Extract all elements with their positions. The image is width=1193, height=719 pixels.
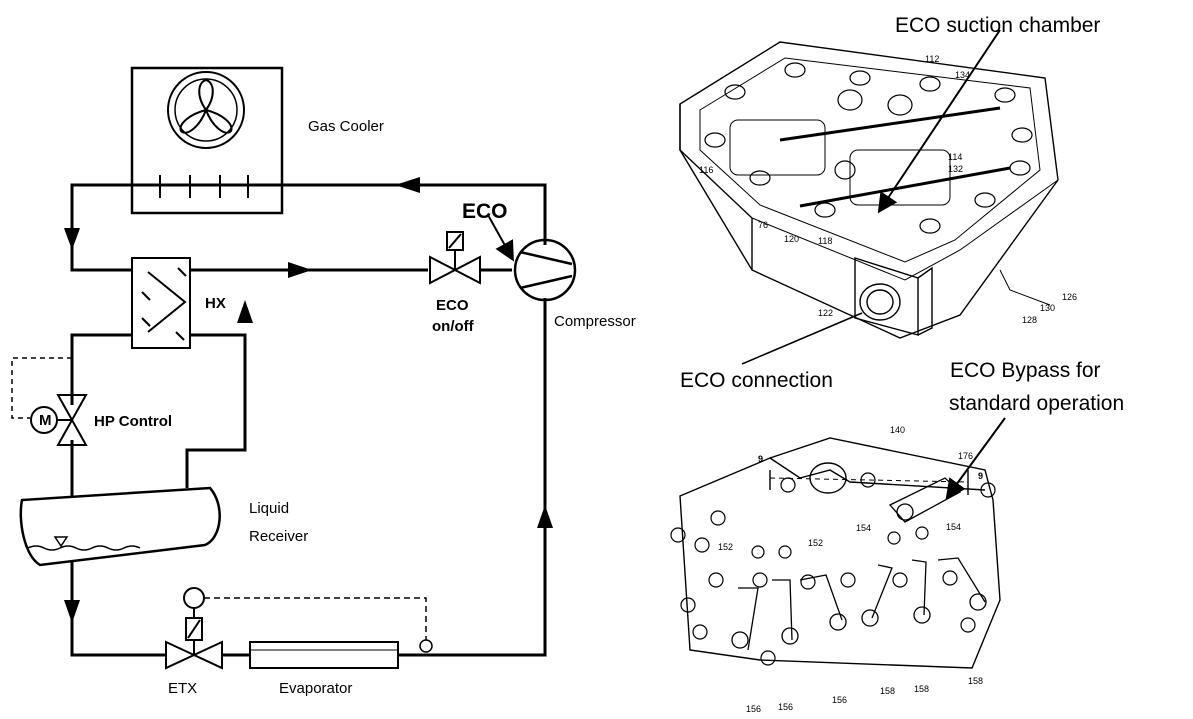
ref-number: 156: [746, 704, 761, 714]
gas-cooler: [130, 66, 284, 215]
ref-number: 154: [946, 522, 961, 532]
valve-plate-drawing: [670, 417, 1006, 669]
refrigeration-schematic: [11, 66, 577, 670]
ref-number: 114: [948, 152, 962, 162]
cylinder-head-drawing: [679, 29, 1059, 365]
suction-chamber-pointer: [877, 29, 1001, 214]
eco-bypass-label-2: standard operation: [949, 392, 1124, 415]
reed-valves: [731, 477, 987, 651]
bypass-pointer: [945, 417, 1006, 500]
hp-control-label: HP Control: [94, 413, 172, 430]
ref-number: 130: [1040, 303, 1055, 313]
ref-number: 134: [955, 70, 970, 80]
receiver-label-2: Receiver: [249, 528, 308, 545]
ref-number: 128: [1022, 315, 1037, 325]
ref-number: 158: [968, 676, 983, 686]
etx-sensor-bulb: [419, 639, 433, 653]
eco-solenoid-valve: [429, 231, 481, 285]
pipe-left-down: [70, 333, 132, 405]
ref-number: 76: [758, 220, 768, 230]
head-bolt-holes: [704, 62, 1033, 234]
evaporator: [249, 641, 399, 669]
eco-valve-label: ECO: [436, 297, 469, 314]
receiver-label-1: Liquid: [249, 500, 289, 517]
reference-numbers-top: 112 134 116 114 132 76 120 118 122 126 1…: [699, 54, 1077, 325]
ref-number: 9: [978, 471, 983, 481]
ref-number: 152: [718, 542, 733, 552]
hp-sense-line: [11, 357, 72, 419]
hp-control-valve: [30, 394, 88, 446]
etx-sense-line: [204, 597, 427, 640]
eco-connection-port: [854, 257, 933, 336]
eco-title-label: ECO: [462, 200, 508, 223]
eco-valve-state-label: on/off: [432, 318, 475, 335]
eco-pointer: [487, 214, 514, 262]
ref-number: 156: [778, 702, 793, 712]
reference-numbers-bottom: 140 176 9 9 154 154 152 152 156 156 156 …: [718, 425, 983, 714]
ref-number: 122: [818, 308, 833, 318]
ref-number: 120: [784, 234, 799, 244]
ref-number: 176: [958, 451, 973, 461]
eco-bypass-label-1: ECO Bypass for: [950, 359, 1101, 382]
ref-number: 158: [880, 686, 895, 696]
ref-number: 9: [758, 454, 763, 464]
hx-label: HX: [205, 295, 226, 312]
eco-connection-pointer: [741, 312, 863, 365]
ref-number: 118: [818, 236, 832, 246]
compressor-label: Compressor: [554, 313, 636, 330]
flow-arrows: [64, 177, 553, 623]
ref-number: 116: [699, 165, 713, 175]
gas-cooler-label: Gas Cooler: [308, 118, 384, 135]
evaporator-label: Evaporator: [279, 680, 352, 697]
pipe-evap-to-comp: [398, 298, 547, 657]
ref-number: 154: [856, 523, 871, 533]
etx-label: ETX: [168, 680, 197, 697]
ref-number: 158: [914, 684, 929, 694]
ref-number: 156: [832, 695, 847, 705]
fan-icon: [179, 78, 233, 134]
valve-plate-holes: [670, 472, 996, 666]
compressor-icon: [513, 238, 577, 302]
ref-number: 112: [925, 54, 939, 64]
liquid-receiver: [19, 486, 221, 567]
drawing-callouts: ECO suction chamber ECO connection ECO B…: [680, 14, 1124, 415]
pipe-receiver-up: [185, 333, 247, 488]
ref-number: 140: [890, 425, 905, 435]
ref-number: 152: [808, 538, 823, 548]
eco-connection-label: ECO connection: [680, 369, 833, 392]
motor-symbol: M: [39, 412, 52, 429]
ref-number: 126: [1062, 292, 1077, 302]
heat-exchanger: [131, 257, 191, 349]
schematic-labels: Gas Cooler ECO ECO on/off HX Compressor …: [39, 118, 636, 697]
pipe-receiver-out: [70, 560, 166, 657]
etx-valve: [165, 587, 223, 670]
eco-suction-chamber-label: ECO suction chamber: [895, 14, 1100, 37]
ref-number: 132: [948, 164, 963, 174]
pipe-top: [70, 183, 547, 272]
